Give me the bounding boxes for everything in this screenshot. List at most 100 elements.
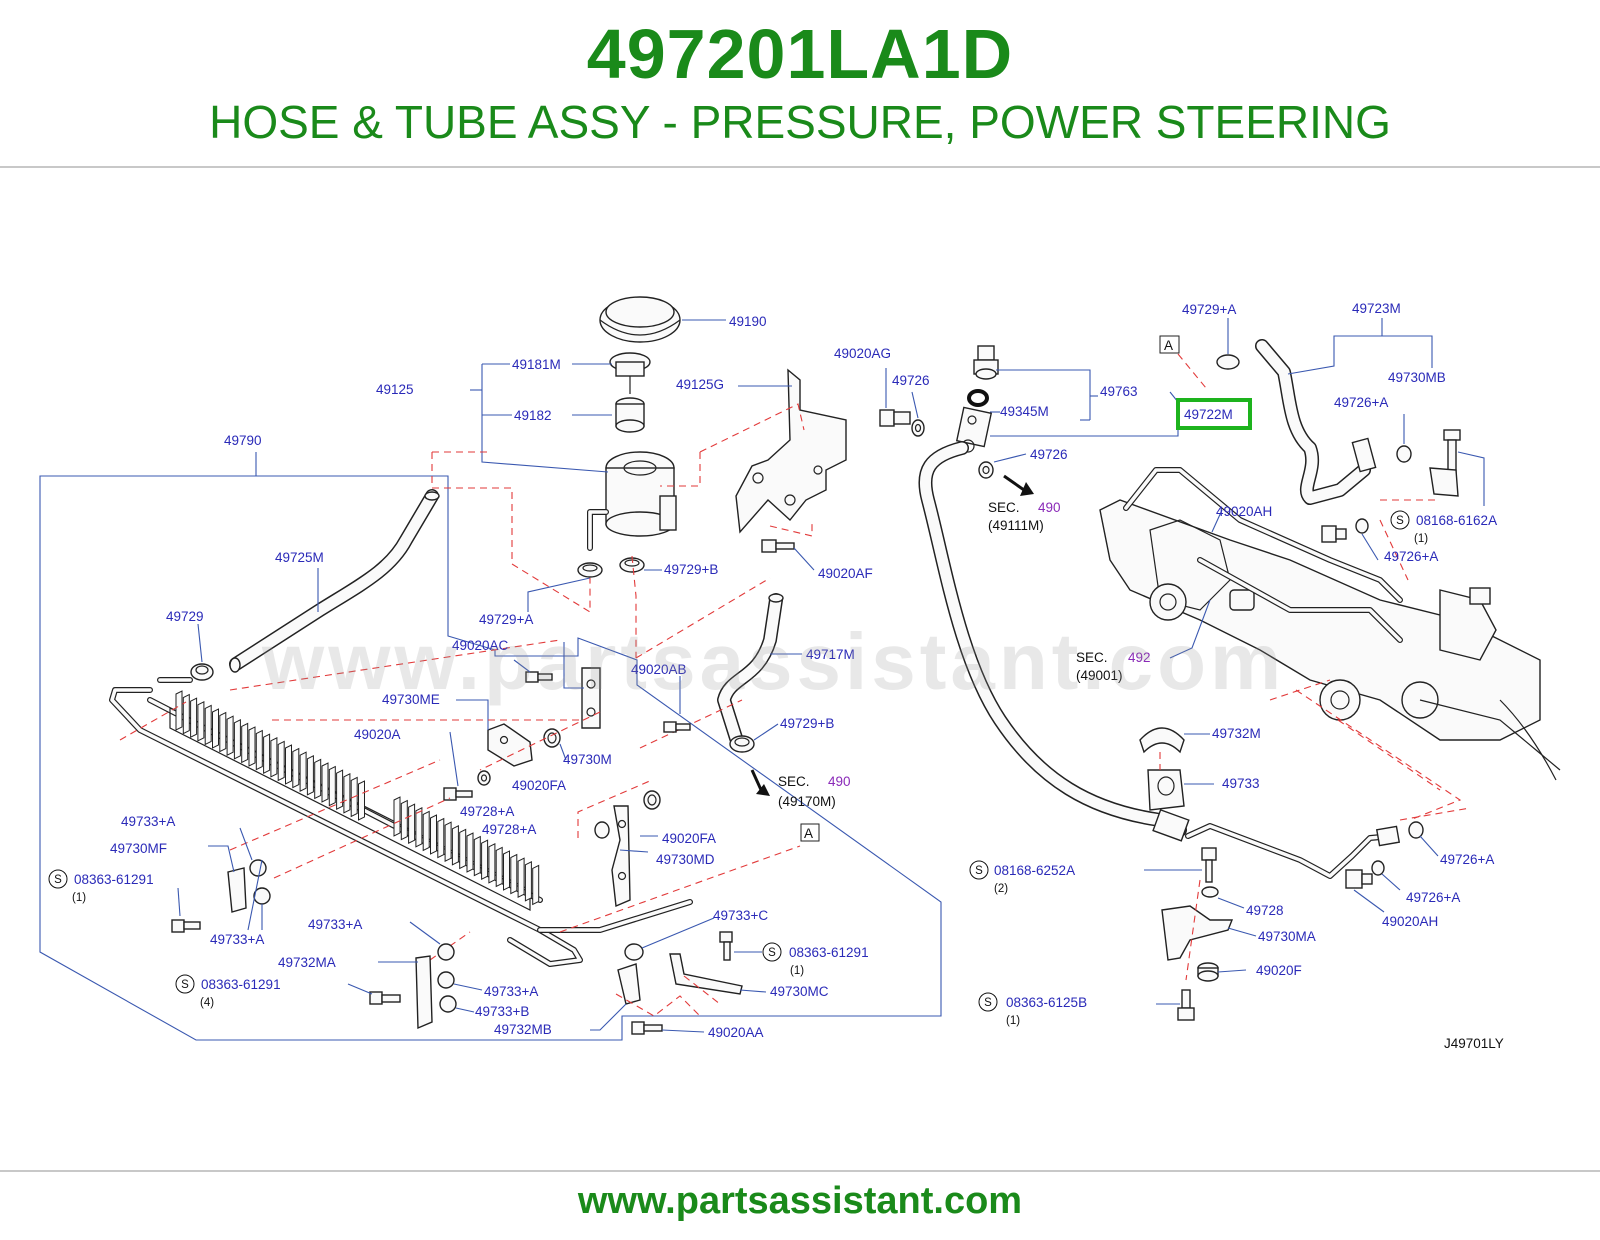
label-49723M: 49723M [1352, 301, 1401, 316]
cooler-fin [466, 832, 474, 873]
cooler-fin [263, 733, 271, 775]
steering-rack-part [1099, 467, 1561, 781]
label-08168-6162A: 08168-6162A [1416, 513, 1497, 528]
label-08363-2: 08363-61291 [789, 945, 869, 960]
inner-cap-part [609, 352, 651, 394]
reservoir-tank-part [587, 451, 677, 551]
cooler-fin [219, 711, 227, 753]
clamp-49729B-lower [729, 735, 755, 753]
label-49020AH-1: 49020AH [1216, 504, 1272, 519]
label-49020AB: 49020AB [631, 662, 687, 677]
label-49733A-4: 49733+A [484, 984, 538, 999]
grommet-49728A-2 [594, 821, 610, 839]
cooler-fin [204, 704, 212, 746]
label-49733A-3: 49733+A [308, 917, 362, 932]
bolt-49020AH-1 [1321, 525, 1347, 543]
part-description: HOSE & TUBE ASSY - PRESSURE, POWER STEER… [209, 96, 1391, 148]
label-49790: 49790 [224, 433, 262, 448]
bolt-49020AF [761, 539, 795, 553]
footer-divider [0, 1170, 1600, 1172]
label-49726A-4: 49726+A [1406, 890, 1460, 905]
cooler-fin [321, 762, 329, 803]
cooler-fin [473, 835, 481, 877]
cooler-fin [212, 708, 219, 749]
label-49729: 49729 [166, 609, 204, 624]
bolt-49020AA [631, 1021, 663, 1035]
label-49020FA-2: 49020FA [662, 831, 716, 846]
label-49733A-2: 49733+A [210, 932, 264, 947]
clamp-49729 [190, 663, 214, 681]
bolt-08363-1 [171, 919, 201, 933]
label-49722M: 49722M [1184, 407, 1233, 422]
label-49020AG: 49020AG [834, 346, 891, 361]
bracket-08168-6162A [1429, 467, 1459, 497]
cooler-fin [393, 796, 401, 837]
label-49733C: 49733+C [713, 908, 768, 923]
label-08363-1-qty: (1) [72, 892, 86, 904]
label-49730M: 49730M [563, 752, 612, 767]
label-49726A-2: 49726+A [1384, 549, 1438, 564]
bolt-49730MB [1443, 429, 1461, 475]
cooler-fin [495, 846, 503, 888]
label-49729A-2: 49729+A [1182, 302, 1236, 317]
bolt-49020AB [663, 721, 691, 733]
bracket-49730ME [487, 723, 533, 767]
pressure-switch-49763 [973, 345, 999, 380]
s-mark-08363-6125B: S [978, 992, 998, 1012]
cooler-fin [197, 700, 205, 742]
bracket-49730MA [1161, 905, 1234, 961]
label-49020AF: 49020AF [818, 566, 873, 581]
label-49726-1: 49726 [892, 373, 930, 388]
label-ref-A-center: A [804, 826, 813, 841]
svg-text:S: S [984, 997, 992, 1009]
grommet-49730M [543, 728, 561, 748]
label-49730MC: 49730MC [770, 984, 829, 999]
label-49020AC: 49020AC [452, 638, 509, 653]
reservoir-cap-part [599, 296, 681, 343]
label-08363-4: 08363-61291 [201, 977, 281, 992]
header-divider [0, 166, 1600, 168]
part-number-title: 497201LA1D [586, 15, 1014, 93]
bolt-49020AC [525, 671, 553, 683]
footer-url-link[interactable]: www.partsassistant.com [577, 1180, 1023, 1222]
cooler-fin [306, 754, 314, 796]
label-08363-6125B-qty: (1) [1006, 1015, 1020, 1027]
cooler-fin [175, 690, 183, 731]
cooler-assembly-frame [39, 475, 942, 1041]
label-ref-A-top: A [1164, 338, 1173, 353]
bushing-49733 [1147, 769, 1185, 811]
label-08363-4-qty: (4) [200, 997, 214, 1009]
cooler-fin [226, 715, 234, 757]
cooler-fin [255, 729, 263, 771]
label-49732MA: 49732MA [278, 955, 336, 970]
label-49190: 49190 [729, 314, 767, 329]
label-49725M: 49725M [275, 550, 324, 565]
bracket-49732MA [415, 955, 433, 1030]
cooler-fin [314, 758, 322, 800]
grommet-49733C [624, 943, 644, 961]
bolt-49020A [443, 787, 473, 801]
label-49733A-1: 49733+A [121, 814, 175, 829]
cooler-fin [524, 860, 532, 902]
hose-49717M [717, 593, 784, 745]
washer-49726A-3 [1408, 821, 1424, 839]
svg-text:S: S [181, 979, 189, 991]
return-hose-49723M [1255, 339, 1371, 505]
cooler-fin [336, 769, 344, 811]
label-49763: 49763 [1100, 384, 1138, 399]
label-49732M: 49732M [1212, 726, 1261, 741]
label-08168-6162A-qty: (1) [1414, 533, 1428, 545]
bolt-08363-4 [369, 991, 401, 1005]
label-49020FA-1: 49020FA [512, 778, 566, 793]
washer-49726A-1 [1396, 445, 1412, 463]
cooler-fin [503, 850, 510, 891]
ref-box-A-top [1159, 335, 1180, 354]
label-sec492-ref: (49001) [1076, 668, 1123, 683]
s-mark-08363-2: S [762, 942, 782, 962]
label-49729B-1: 49729+B [664, 562, 718, 577]
label-sec490-b-num: 490 [828, 774, 851, 789]
label-sec492-num: 492 [1128, 650, 1151, 665]
label-08168-6252A: 08168-6252A [994, 863, 1075, 878]
label-49730MD: 49730MD [656, 852, 715, 867]
svg-text:S: S [768, 947, 776, 959]
